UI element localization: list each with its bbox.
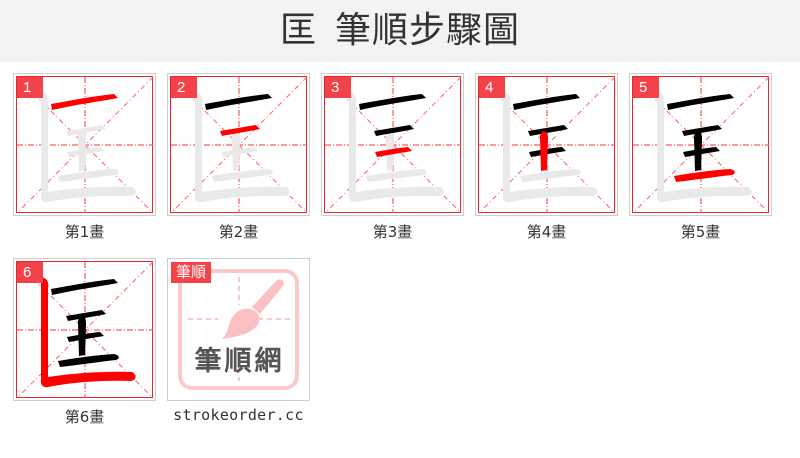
brush-logo-icon xyxy=(178,269,299,390)
step-label: 第1畫 xyxy=(64,223,105,241)
step-label: 第6畫 xyxy=(64,408,105,426)
step-label: 第3畫 xyxy=(372,223,413,241)
step-number-badge: 6 xyxy=(17,262,43,283)
logo-name: 筆順網 xyxy=(194,346,285,377)
step-number-badge: 3 xyxy=(325,77,351,98)
stroke-box: 2 xyxy=(167,73,310,216)
logo-tag: 筆順 xyxy=(171,262,212,283)
stroke-box: 4 xyxy=(475,73,618,216)
site-link[interactable]: strokeorder.cc xyxy=(173,406,304,424)
stroke-box: 5 xyxy=(629,73,772,216)
step-label: 第4畫 xyxy=(526,223,567,241)
step-label: 第5畫 xyxy=(680,223,721,241)
stroke-box: 3 xyxy=(321,73,464,216)
header-bar xyxy=(0,0,800,62)
stroke-box: 1 xyxy=(13,73,156,216)
step-number-badge: 2 xyxy=(171,77,197,98)
title-text: 筆順步驟圖 xyxy=(335,10,521,51)
step-number-badge: 1 xyxy=(17,77,43,98)
step-label: 第2畫 xyxy=(218,223,259,241)
stroke-box: 6 xyxy=(13,258,156,401)
step-number-badge: 4 xyxy=(479,77,505,98)
step-number-badge: 5 xyxy=(633,77,659,98)
logo-box[interactable]: 筆順網 筆順 xyxy=(167,258,310,401)
page-title: 匡筆順步驟圖 xyxy=(0,0,800,62)
title-character: 匡 xyxy=(279,10,317,51)
